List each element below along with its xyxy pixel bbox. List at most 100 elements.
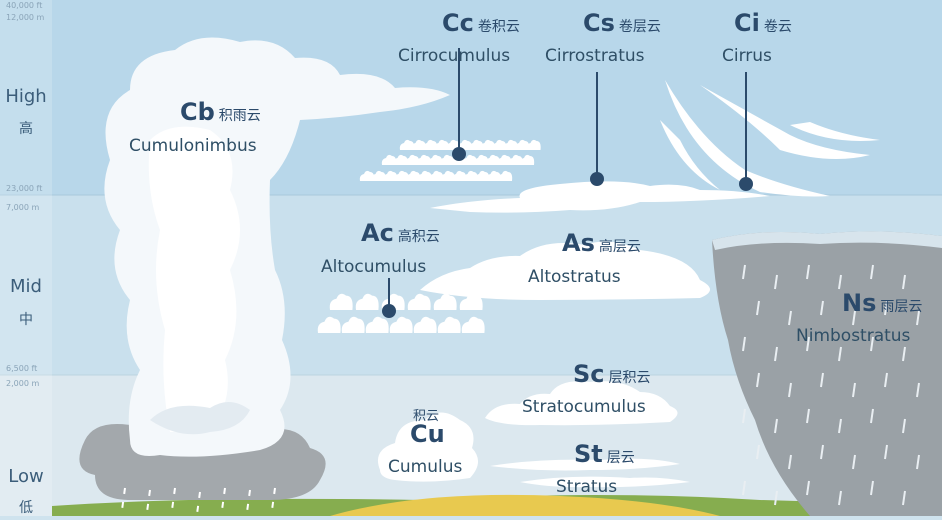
- altostratus-cloud: [420, 241, 710, 300]
- cloud-puff: [399, 139, 415, 150]
- cloud-puff: [407, 293, 431, 310]
- cloud-puff: [459, 293, 483, 310]
- alt-top-m: 12,000 m: [6, 13, 45, 22]
- cloud-puff: [422, 139, 438, 150]
- band-mid-label: Mid: [10, 276, 42, 297]
- ns-name: Nimbostratus: [796, 326, 911, 346]
- rain-streak: [774, 346, 778, 362]
- rain-streak: [774, 418, 778, 434]
- ci-cn: 卷云: [763, 19, 792, 35]
- cloud-puff: [389, 316, 413, 333]
- rain-streak: [902, 490, 906, 506]
- cloud-puff: [514, 139, 530, 150]
- cloud-puff: [473, 154, 489, 165]
- as-cn: 高层云: [598, 239, 641, 255]
- cloud-puff: [433, 293, 457, 310]
- cb-name: Cumulonimbus: [129, 136, 257, 156]
- cumulonimbus-rain: [121, 487, 276, 515]
- ci-abbr: Ci: [734, 9, 760, 37]
- cloud-puff: [491, 139, 507, 150]
- alt-mid-m: 2,000 m: [6, 379, 40, 388]
- alt-high-m: 7,000 m: [6, 203, 40, 212]
- band-mid-cn: 中: [19, 312, 33, 328]
- st-name: Stratus: [556, 477, 618, 497]
- ci-pointer-dot: [739, 177, 753, 191]
- rain-streak: [756, 444, 760, 460]
- rain-streak: [820, 372, 824, 388]
- cc-cn: 卷积云: [477, 19, 520, 35]
- cloud-puff: [417, 170, 432, 181]
- rain-streak: [806, 408, 810, 424]
- cirrocumulus-cloud: [359, 139, 541, 181]
- cloud-puff: [485, 154, 500, 165]
- cloud-puff: [355, 293, 379, 310]
- rain-streak: [916, 454, 920, 470]
- cloud-puff: [381, 154, 397, 165]
- rain-streak: [870, 480, 874, 496]
- cc-abbr: Cc: [442, 9, 474, 37]
- rain-streak: [774, 274, 778, 290]
- cb-cn: 积雨云: [218, 108, 261, 124]
- rain-streak: [884, 444, 888, 460]
- rain-streak: [852, 382, 856, 398]
- rain-streak: [788, 310, 792, 326]
- cloud-puff: [440, 170, 455, 181]
- rain-streak: [852, 454, 856, 470]
- rain-streak: [870, 408, 874, 424]
- cs-name: Cirrostratus: [545, 46, 645, 66]
- band-high-cn: 高: [19, 121, 33, 137]
- cloud-puff: [463, 170, 478, 181]
- cloud-puff: [434, 139, 449, 150]
- stratocumulus-cloud: [485, 381, 678, 426]
- cloud-puff: [341, 316, 365, 333]
- band-high-label: High: [5, 86, 47, 107]
- cu-cn: 积云: [413, 409, 440, 424]
- cloud-puff: [451, 170, 467, 181]
- rain-streak: [870, 264, 874, 280]
- ground-yellow: [330, 494, 720, 516]
- band-low-label: Low: [8, 466, 44, 487]
- st-cn: 层云: [606, 450, 635, 466]
- cloud-puff: [437, 316, 461, 333]
- cs-abbr: Cs: [583, 9, 615, 37]
- rain-streak: [742, 336, 746, 352]
- cloud-puff: [462, 154, 477, 165]
- cloud-puff: [404, 154, 420, 165]
- cc-pointer-dot: [452, 147, 466, 161]
- rain-streak: [902, 274, 906, 290]
- cloud-puff: [461, 316, 485, 333]
- cloud-puff: [496, 154, 512, 165]
- rain-streak: [806, 264, 810, 280]
- cloud-puff: [427, 154, 443, 165]
- cirrus-cloud: [660, 80, 880, 197]
- as-abbr: As: [562, 229, 595, 257]
- ns-abbr: Ns: [842, 289, 877, 317]
- cloud-puff: [486, 170, 501, 181]
- band-low-cn: 低: [19, 500, 33, 516]
- st-abbr: St: [574, 440, 603, 468]
- cloud-puff: [508, 154, 523, 165]
- rain-streak: [852, 310, 856, 326]
- ac-abbr: Ac: [361, 219, 394, 247]
- rain-streak: [756, 372, 760, 388]
- sc-cn: 层积云: [608, 370, 651, 386]
- rain-streak: [806, 480, 810, 496]
- cumulus-cloud: [377, 412, 479, 482]
- rain-streak: [838, 418, 842, 434]
- rain-streak: [902, 346, 906, 362]
- cloud-puff: [382, 170, 398, 181]
- sc-abbr: Sc: [573, 360, 605, 388]
- alt-mid-ft: 6,500 ft: [6, 364, 38, 373]
- rain-streak: [838, 490, 842, 506]
- cu-name: Cumulus: [388, 457, 463, 477]
- cloud-puff: [439, 154, 454, 165]
- rain-streak: [788, 454, 792, 470]
